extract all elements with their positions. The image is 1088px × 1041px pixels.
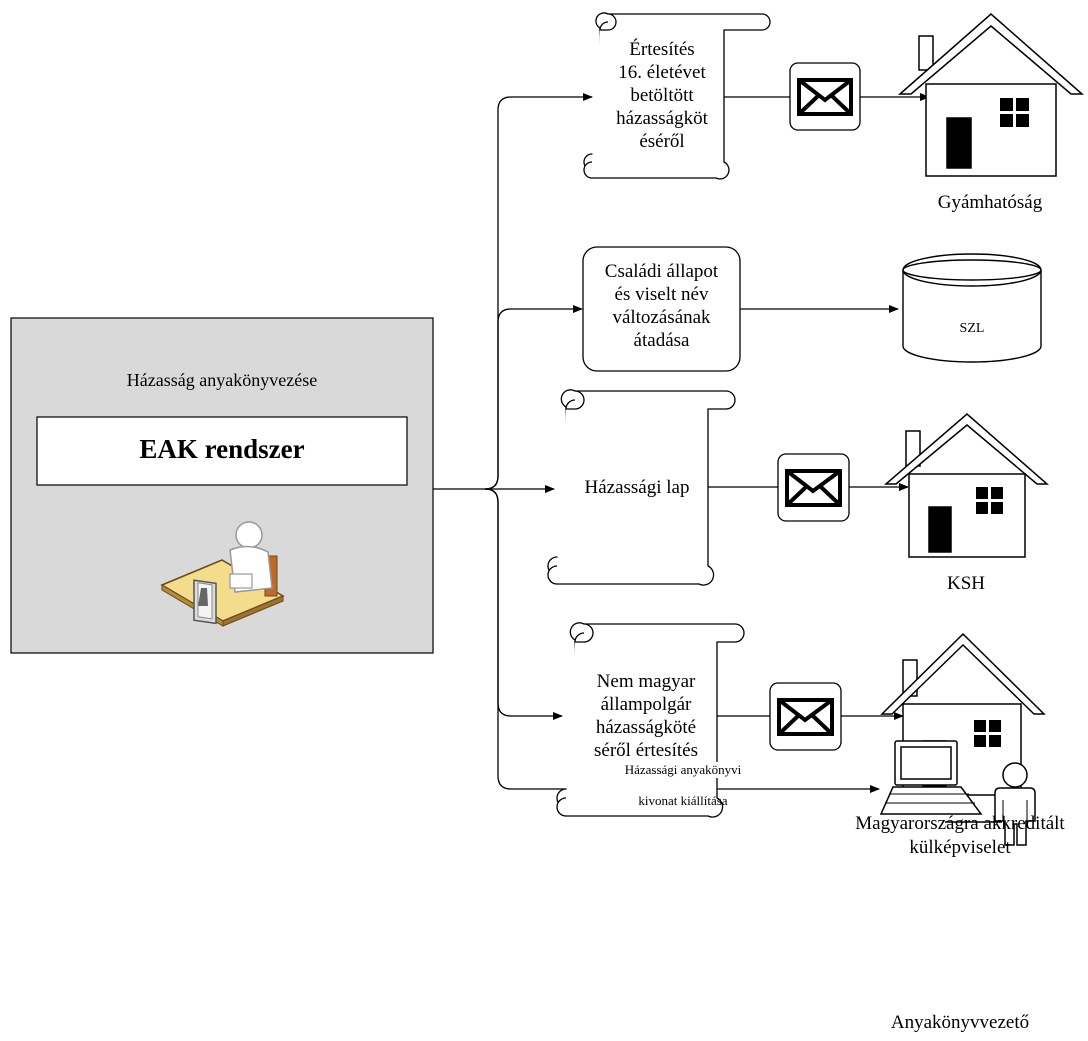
- document-line: Házassági anyakönyvi: [624, 762, 742, 777]
- document-line: Nem magyar: [596, 671, 696, 692]
- document-line: Házassági lap: [584, 477, 690, 498]
- recipient-embassy: Magyarországra akkreditált külképviselet: [832, 812, 1088, 860]
- house-icon: [898, 13, 1084, 177]
- document-label-extract: Házassági anyakönyvi: [598, 762, 768, 778]
- connectors: [433, 93, 930, 793]
- document-line: házasságköt: [616, 108, 708, 129]
- database-icon: [902, 253, 1042, 363]
- user-at-computer-icon: [879, 740, 1036, 846]
- system-title: Házasság anyakönyvezése: [126, 370, 318, 390]
- envelope-icon: [789, 62, 861, 131]
- document-label-notification-16: Értesítés 16. életévet betöltött házassá…: [600, 38, 724, 153]
- document-line: Értesítés: [629, 39, 695, 60]
- document-line: Családi állapot: [604, 261, 719, 282]
- eak-system-box: [36, 416, 408, 486]
- document-label-status-transfer: Családi állapot és viselt név változásán…: [583, 260, 740, 352]
- document-line: betöltött: [630, 85, 694, 106]
- document-line: átadása: [633, 330, 690, 351]
- document-line: házasságköté: [595, 717, 697, 738]
- document-label-foreign-citizen: Nem magyar állampolgár házasságköté sérő…: [575, 670, 717, 762]
- recipient-line: külképviselet: [909, 837, 1011, 858]
- scroll-document-1: [583, 12, 771, 180]
- document-line: kivonat kiállítása: [638, 793, 728, 808]
- envelope-icon: [777, 453, 850, 522]
- document-line: és viselt név: [614, 284, 709, 305]
- recipient-registrar: Anyakönyvvezető: [890, 1012, 1030, 1033]
- transfer-box: [582, 246, 741, 372]
- clerk-at-desk-icon: [160, 521, 285, 627]
- envelope-icon: [769, 682, 842, 751]
- document-line: 16. életévet: [618, 62, 706, 83]
- recipient-ksh: KSH: [946, 573, 985, 594]
- house-icon: [883, 413, 1049, 558]
- recipient-guardianship: Gyámhatóság: [937, 192, 1043, 213]
- scroll-document-3: [547, 389, 736, 586]
- document-line: állampolgár: [600, 694, 692, 715]
- eak-system-name: EAK rendszer: [139, 434, 305, 464]
- recipient-szl: SZL: [959, 321, 985, 336]
- document-line: éséről: [639, 131, 685, 152]
- recipient-line: Magyarországra akkreditált: [855, 813, 1065, 834]
- document-line: séről értesítés: [594, 740, 698, 761]
- document-line: változásának: [612, 307, 711, 328]
- document-label-marriage-sheet: Házassági lap: [566, 476, 708, 499]
- document-label-extract-2: kivonat kiállítása: [598, 793, 768, 809]
